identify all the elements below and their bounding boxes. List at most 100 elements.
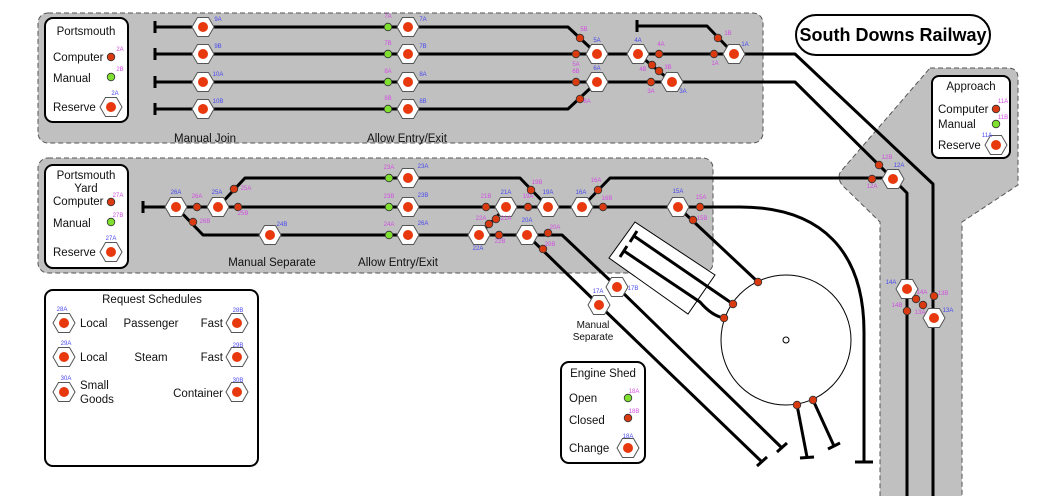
point-indicator-turntable[interactable] <box>808 395 818 405</box>
signal-3a[interactable] <box>660 72 684 92</box>
point-indicator-24a[interactable] <box>384 230 394 240</box>
signal-26a[interactable] <box>164 197 188 217</box>
point-indicator-7a[interactable] <box>383 22 393 32</box>
point-indicator-15a[interactable] <box>695 202 705 212</box>
point-indicator-16a[interactable] <box>593 185 603 195</box>
point-indicator-21a[interactable] <box>491 214 501 224</box>
point-indicator-2a[interactable] <box>106 52 116 62</box>
indicator-label: 16B <box>602 196 613 202</box>
signal-8a[interactable] <box>396 72 420 92</box>
signal-12a[interactable] <box>881 169 905 189</box>
signal-16a[interactable] <box>570 197 594 217</box>
signal-26a[interactable] <box>396 225 420 245</box>
signal-lamp-icon <box>991 140 1001 150</box>
point-indicator-12a[interactable] <box>867 174 877 184</box>
signal-1a[interactable] <box>722 44 746 64</box>
point-indicator-20b[interactable] <box>538 244 548 254</box>
signal-7b[interactable] <box>396 44 420 64</box>
indicator-label: 15B <box>697 216 708 222</box>
point-indicator-20a[interactable] <box>543 228 553 238</box>
signal-14a[interactable] <box>895 279 919 299</box>
signal-17b[interactable] <box>605 277 629 297</box>
point-indicator-15b[interactable] <box>688 215 698 225</box>
signal-23a[interactable] <box>396 168 420 188</box>
point-indicator-13a[interactable] <box>918 300 928 310</box>
point-indicator-4a[interactable] <box>654 49 664 59</box>
signal-20a[interactable] <box>515 225 539 245</box>
point-indicator-5b[interactable] <box>575 33 585 43</box>
point-indicator-turntable[interactable] <box>728 299 738 309</box>
point-indicator-23b[interactable] <box>384 202 394 212</box>
point-indicator-16b[interactable] <box>598 202 608 212</box>
point-indicator-23a[interactable] <box>384 173 394 183</box>
point-indicator-1a[interactable] <box>709 49 719 59</box>
indicator-label: 20B <box>545 242 556 248</box>
signal-17a[interactable] <box>587 295 611 315</box>
point-indicator-4b[interactable] <box>647 60 657 70</box>
signal-27a[interactable] <box>99 242 123 262</box>
signal-28a[interactable] <box>52 313 76 333</box>
signal-10a[interactable] <box>191 72 215 92</box>
signal-10b[interactable] <box>191 99 215 119</box>
signal-4a[interactable] <box>626 44 650 64</box>
point-indicator-27a[interactable] <box>106 197 116 207</box>
point-indicator-25b[interactable] <box>233 202 243 212</box>
point-indicator-3b[interactable] <box>654 66 664 76</box>
point-indicator-26a[interactable] <box>192 202 202 212</box>
point-indicator-22b[interactable] <box>494 230 504 240</box>
point-indicator-13b[interactable] <box>929 291 939 301</box>
point-indicator-turntable[interactable] <box>753 277 763 287</box>
point-indicator-turntable[interactable] <box>719 313 729 323</box>
signal-19a[interactable] <box>536 197 560 217</box>
signal-15a[interactable] <box>666 197 690 217</box>
point-indicator-14b[interactable] <box>902 306 912 316</box>
point-indicator-25a[interactable] <box>229 184 239 194</box>
signal-13a[interactable] <box>922 308 946 328</box>
point-indicator-turntable[interactable] <box>792 400 802 410</box>
signal-28b[interactable] <box>225 313 249 333</box>
point-indicator-18a[interactable] <box>623 393 633 403</box>
signal-7a[interactable] <box>396 17 420 37</box>
point-indicator-6b[interactable] <box>571 77 581 87</box>
signal-30a[interactable] <box>52 382 76 402</box>
point-indicator-6a[interactable] <box>575 94 585 104</box>
allow-entry-exit-label: Allow Entry/Exit <box>358 257 439 269</box>
schedule-fast-passenger: Fast <box>201 318 224 330</box>
point-indicator-22a[interactable] <box>484 219 494 229</box>
point-indicator-19a[interactable] <box>523 202 533 212</box>
signal-2a[interactable] <box>99 97 123 117</box>
point-indicator-12b[interactable] <box>874 160 884 170</box>
signal-9b[interactable] <box>191 44 215 64</box>
point-indicator-2b[interactable] <box>106 72 116 82</box>
point-indicator-14a[interactable] <box>911 294 921 304</box>
point-indicator-1b[interactable] <box>713 33 723 43</box>
signal-18a[interactable] <box>616 438 640 458</box>
signal-29a[interactable] <box>52 347 76 367</box>
indicator-label: 7B <box>384 41 391 47</box>
point-indicator-3a[interactable] <box>646 77 656 87</box>
signal-22a[interactable] <box>467 225 491 245</box>
point-indicator-11b[interactable] <box>991 119 1001 129</box>
signal-11a[interactable] <box>984 135 1008 155</box>
point-indicator-26b[interactable] <box>188 217 198 227</box>
point-indicator-7b[interactable] <box>383 49 393 59</box>
signal-9a[interactable] <box>191 17 215 37</box>
signal-30b[interactable] <box>225 382 249 402</box>
point-indicator-11a[interactable] <box>991 104 1001 114</box>
signal-25a[interactable] <box>206 197 230 217</box>
point-indicator-18b[interactable] <box>623 413 633 423</box>
point-indicator-8b[interactable] <box>383 104 393 114</box>
signal-29b[interactable] <box>225 347 249 367</box>
signal-24b[interactable] <box>258 225 282 245</box>
signal-label: 7A <box>419 17 426 23</box>
signal-6a[interactable] <box>585 72 609 92</box>
signal-21a[interactable] <box>494 197 518 217</box>
point-indicator-19b[interactable] <box>526 185 536 195</box>
point-indicator-8a[interactable] <box>383 77 393 87</box>
point-indicator-21b[interactable] <box>481 202 491 212</box>
signal-23b[interactable] <box>396 197 420 217</box>
signal-8b[interactable] <box>396 99 420 119</box>
point-indicator-27b[interactable] <box>106 217 116 227</box>
signal-5a[interactable] <box>585 44 609 64</box>
point-indicator-5a[interactable] <box>571 49 581 59</box>
